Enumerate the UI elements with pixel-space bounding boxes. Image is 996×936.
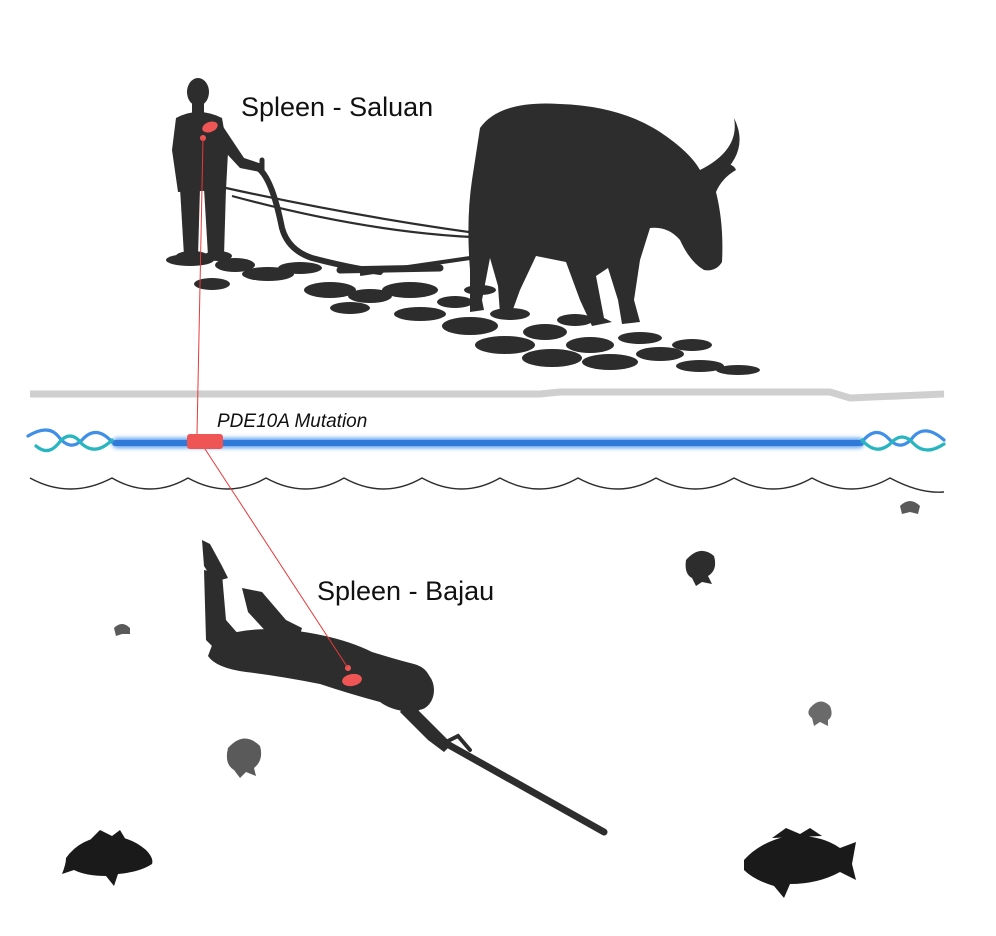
ground-line [30, 388, 945, 402]
spleen-icon [200, 121, 362, 687]
connector-lines [196, 137, 349, 669]
jellyfish-icon [114, 624, 130, 636]
buffalo-silhouette [468, 103, 740, 326]
gene-bar [112, 438, 864, 448]
fish-icon [744, 828, 856, 898]
fish-icon [62, 830, 153, 886]
label-pde10a-mutation: PDE10A Mutation [217, 411, 367, 432]
sea-surface [29, 477, 945, 493]
jellyfish-icon [685, 550, 716, 586]
soil-clods [166, 254, 760, 375]
mutation-marker [187, 434, 223, 449]
dna-helix-icon [860, 429, 946, 452]
jellyfish-icon [808, 701, 832, 726]
farmer-silhouette [172, 78, 262, 261]
label-spleen-bajau: Spleen - Bajau [317, 576, 494, 606]
dna-helix-icon [26, 428, 114, 453]
jellyfish-icon [900, 501, 920, 514]
jellyfish-icon [226, 738, 262, 778]
diver-silhouette [202, 540, 452, 752]
spear-icon [436, 733, 608, 836]
label-spleen-saluan: Spleen - Saluan [241, 92, 433, 122]
